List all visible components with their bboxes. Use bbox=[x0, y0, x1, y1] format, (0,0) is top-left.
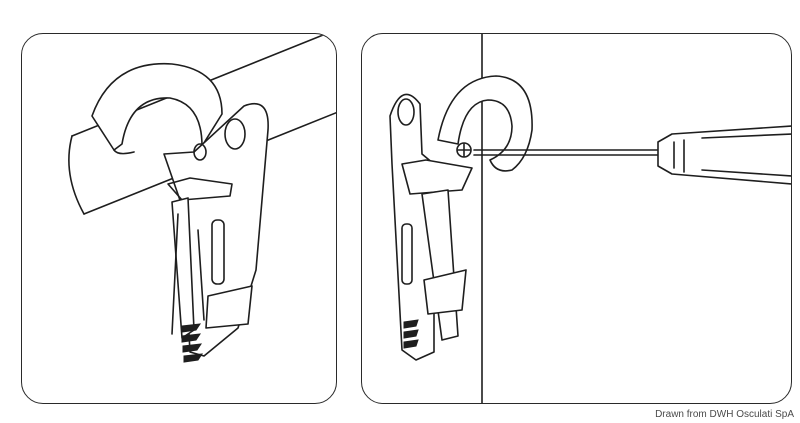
clip-body bbox=[389, 93, 473, 361]
clip-body bbox=[163, 102, 269, 357]
panel-clip-on-rail bbox=[21, 33, 337, 404]
clip-teeth bbox=[181, 323, 204, 363]
clip-on-rail-illustration bbox=[68, 34, 336, 363]
clip-teeth bbox=[403, 319, 419, 349]
screwdriver bbox=[473, 125, 791, 185]
image-credit: Drawn from DWH Osculati SpA bbox=[655, 409, 794, 420]
screw bbox=[456, 142, 472, 158]
clip-hook bbox=[437, 75, 533, 172]
clip-screw-mount-illustration bbox=[389, 34, 791, 403]
clip-hook bbox=[91, 62, 223, 155]
panel-clip-screw-mount bbox=[361, 33, 792, 404]
